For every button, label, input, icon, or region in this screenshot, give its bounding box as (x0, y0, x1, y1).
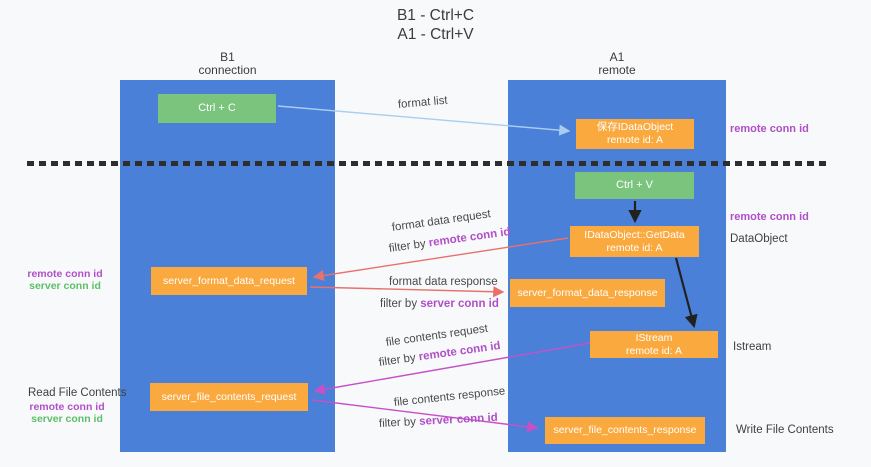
right-column-header: A1 remote (508, 51, 726, 77)
save-idataobject-box: 保存IDataObject remote id: A (576, 119, 694, 149)
server-conn-id-text: server conn id (29, 280, 101, 292)
server-format-data-response-label: server_format_data_response (517, 286, 658, 299)
diagram-title: B1 - Ctrl+C A1 - Ctrl+V (0, 6, 871, 44)
left-column-header: B1 connection (120, 51, 335, 77)
left-column-name: B1 (220, 50, 235, 64)
ctrl-v-box: Ctrl + V (575, 172, 694, 199)
istream-line1: IStream (635, 331, 673, 344)
left-column-subtitle: connection (198, 63, 257, 77)
server-file-contents-request-label: server_file_contents_request (161, 390, 297, 403)
write-file-contents-annotation: Write File Contents (736, 424, 834, 436)
ctrl-c-box: Ctrl + C (158, 94, 276, 123)
session-divider-dashed-line (27, 161, 831, 166)
title-line-2: A1 - Ctrl+V (397, 26, 474, 43)
server-format-data-request-label: server_format_data_request (163, 274, 295, 287)
remote-conn-id-annotation-mid: remote conn id (730, 211, 809, 223)
left-conn-id-annotation-top: remote conn id server conn id (22, 268, 108, 292)
server-conn-id-text: server conn id (420, 298, 499, 310)
server-conn-id-text: server conn id (31, 413, 103, 425)
getdata-line1: IDataObject::GetData (584, 228, 685, 241)
istream-box: IStream remote id: A (590, 331, 718, 358)
server-file-contents-request-box: server_file_contents_request (150, 383, 308, 411)
getdata-line2: remote id: A (606, 241, 663, 254)
remote-conn-id-text: remote conn id (427, 225, 512, 250)
server-file-contents-response-box: server_file_contents_response (545, 417, 705, 444)
filter-by-text: filter by (378, 415, 420, 430)
file-contents-response-filter-label: filter by server conn id (379, 412, 498, 431)
server-format-data-response-box: server_format_data_response (510, 279, 665, 307)
save-idataobject-line2: remote id: A (606, 134, 664, 146)
title-line-1: B1 - Ctrl+C (396, 7, 475, 24)
dataobject-annotation: DataObject (730, 233, 788, 245)
right-column-subtitle: remote (598, 63, 636, 77)
left-conn-id-annotation-bottom: remote conn id server conn id (24, 401, 110, 425)
read-file-contents-annotation: Read File Contents (28, 387, 127, 399)
ctrl-v-label: Ctrl + V (616, 179, 653, 191)
format-data-response-label: format data response (389, 276, 498, 288)
filter-by-text: filter by (378, 351, 420, 369)
filter-by-text: filter by (380, 298, 421, 310)
idataobject-getdata-box: IDataObject::GetData remote id: A (570, 226, 699, 257)
format-data-response-filter-label: filter by server conn id (380, 298, 499, 311)
format-list-label: format list (397, 94, 449, 111)
save-idataobject-line1: 保存IDataObject (596, 121, 674, 133)
remote-conn-id-text: remote conn id (29, 401, 105, 413)
remote-conn-id-annotation-top: remote conn id (730, 123, 809, 135)
right-column-name: A1 (609, 50, 625, 64)
ctrl-c-label: Ctrl + C (198, 102, 236, 114)
filter-by-text: filter by (388, 237, 430, 255)
file-contents-response-label: file contents response (393, 385, 506, 409)
server-file-contents-response-label: server_file_contents_response (553, 424, 697, 436)
server-conn-id-text: server conn id (418, 411, 499, 428)
istream-line2: remote id: A (625, 344, 683, 357)
istream-annotation: Istream (733, 341, 772, 353)
remote-conn-id-text: remote conn id (27, 268, 103, 280)
server-format-data-request-box: server_format_data_request (151, 267, 307, 295)
